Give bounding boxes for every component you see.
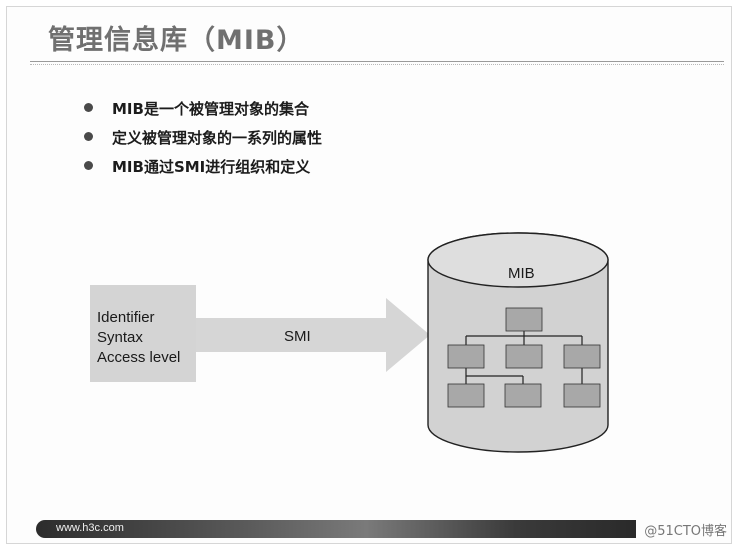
mib-database-label: MIB [508,265,535,282]
tree-node [447,344,485,369]
footer-bar: www.h3c.com [36,520,636,538]
attribute-access-level: Access level [97,349,180,366]
watermark: @51CTO博客 [644,524,727,539]
attributes-box [90,285,196,382]
bullet-item: 定义被管理对象的一系列的属性 [84,127,322,156]
slide [6,6,732,544]
attribute-identifier: Identifier [97,309,155,326]
tree-node [447,383,485,408]
bullet-text: MIB是一个被管理对象的集合 [112,100,309,118]
tree-node [563,344,601,369]
bullet-item: MIB是一个被管理对象的集合 [84,98,322,127]
bullet-dot-icon [84,161,93,170]
bullet-list: MIB是一个被管理对象的集合 定义被管理对象的一系列的属性 MIB通过SMI进行… [84,98,322,185]
tree-node [504,383,542,408]
title-divider [30,61,724,65]
bullet-dot-icon [84,132,93,141]
tree-node [563,383,601,408]
tree-node [505,344,543,369]
page-title: 管理信息库（MIB） [48,25,305,56]
bullet-text: 定义被管理对象的一系列的属性 [112,129,323,147]
bullet-text: MIB通过SMI进行组织和定义 [112,158,311,176]
smi-arrow-label: SMI [284,328,311,345]
tree-node-root [505,307,543,332]
bullet-dot-icon [84,103,93,112]
smi-arrow [196,298,430,372]
tree-connectors [465,331,583,384]
bullet-item: MIB通过SMI进行组织和定义 [84,156,322,185]
footer-url: www.h3c.com [56,522,124,534]
attribute-syntax: Syntax [97,329,143,346]
